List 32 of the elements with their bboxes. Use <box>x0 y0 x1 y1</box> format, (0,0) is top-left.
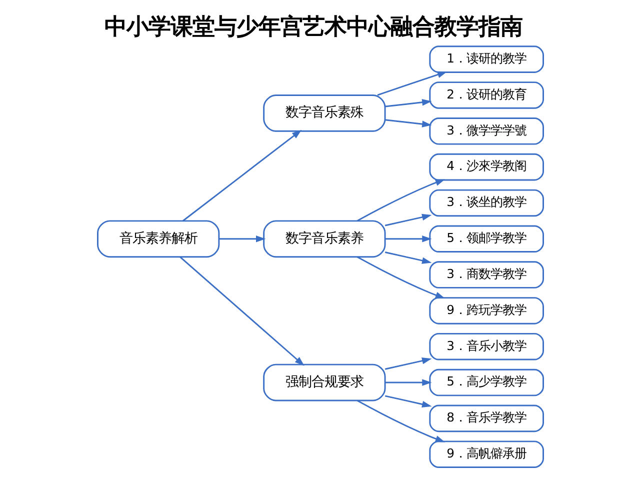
arrow <box>356 256 445 299</box>
node-box: 9．高帆僻承册 <box>428 440 544 468</box>
arrow <box>384 98 432 108</box>
node-box: 4．沙來学教阁 <box>428 153 544 181</box>
diagram-title: 中小学课堂与少年宫艺术中心融合教学指南 <box>104 14 522 40</box>
node-box: 1．读研的教学 <box>428 46 544 73</box>
arrow <box>384 119 432 128</box>
node-box: 5．高少学教学 <box>428 368 544 396</box>
node-box: 9．跨玩学教学 <box>428 297 544 324</box>
arrow <box>384 236 432 242</box>
arrow <box>384 252 432 264</box>
arrow <box>384 358 432 370</box>
arrow <box>384 214 432 226</box>
node-box: 2．设研的教育 <box>428 82 544 109</box>
arrow <box>218 236 266 242</box>
node-box: 3．谈坐的教学 <box>428 189 544 217</box>
arrow <box>182 130 302 222</box>
arrow <box>179 256 304 366</box>
arrow <box>356 179 445 222</box>
node-box: 5．领邮学教学 <box>428 225 544 253</box>
node-box: 3．音乐小教学 <box>428 332 544 360</box>
node-box: 强制合规要求 <box>262 364 386 402</box>
node-box: 音乐素养解析 <box>96 220 220 258</box>
arrow <box>384 379 432 386</box>
arrow <box>376 71 447 96</box>
node-box: 3．商数学教学 <box>428 261 544 288</box>
node-box: 数字音乐素殊 <box>262 94 386 132</box>
node-box: 8．音乐学教学 <box>428 404 544 432</box>
node-box: 数字音乐素养 <box>262 220 386 258</box>
arrow <box>384 395 432 408</box>
arrow <box>356 400 445 442</box>
node-box: 3．微学学学號 <box>428 118 544 145</box>
